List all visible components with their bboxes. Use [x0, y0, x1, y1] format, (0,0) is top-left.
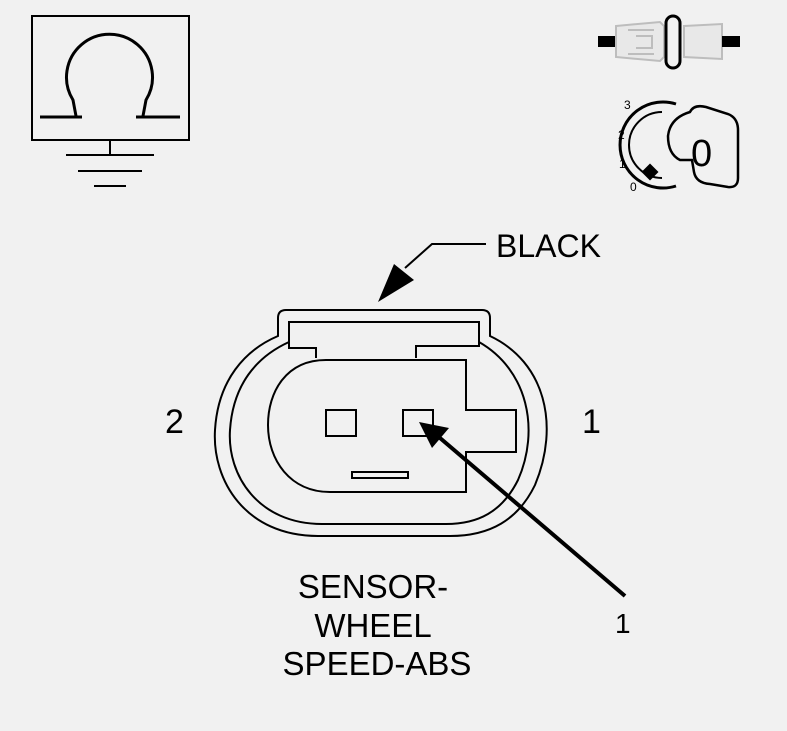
color-leader-arrow — [378, 243, 486, 302]
cavity-2 — [325, 409, 357, 437]
connector-name-line-2: WHEEL — [314, 607, 431, 644]
dial-number-3: 3 — [624, 98, 631, 112]
cavity-1 — [402, 409, 434, 437]
connector-face — [213, 309, 548, 537]
cavity-number-2: 2 — [165, 403, 184, 441]
ohm-meter-ground-icon — [31, 15, 190, 187]
connector-name-line-1: SENSOR- — [298, 568, 448, 605]
dial-number-2: 2 — [618, 128, 625, 142]
ignition-key-icon: 3 2 1 0 0 — [618, 98, 740, 194]
callout-number: 1 — [615, 608, 631, 639]
connector-name-line-3: SPEED-ABS — [283, 645, 472, 682]
dial-number-1: 1 — [619, 157, 626, 171]
cavity-number-1: 1 — [582, 403, 601, 441]
connector-color-label: BLACK — [496, 228, 601, 264]
disconnect-connector-icon — [598, 14, 740, 70]
terminal-callout-arrow — [419, 422, 627, 598]
dial-number-0: 0 — [630, 180, 637, 194]
key-position-label: 0 — [691, 133, 712, 175]
